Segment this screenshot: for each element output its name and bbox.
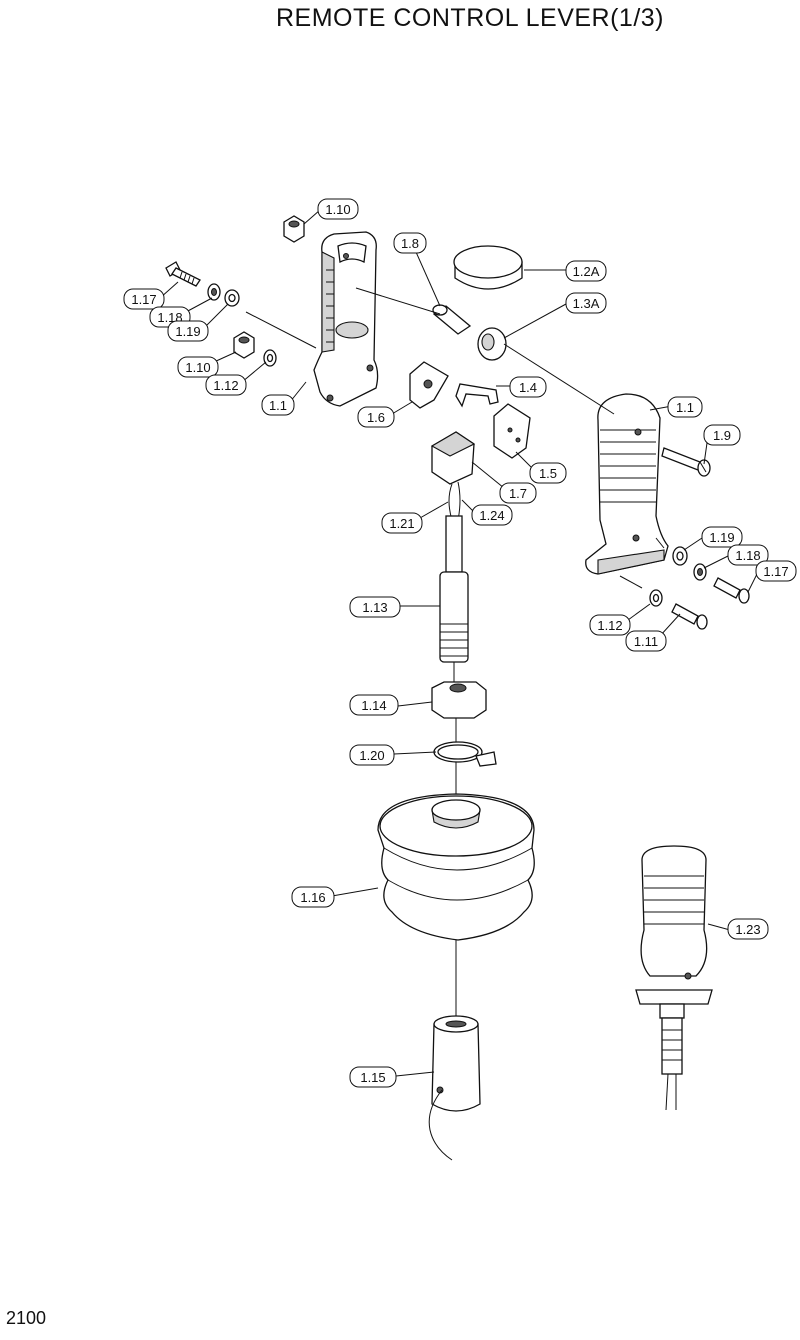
- callout-label: 1.1: [269, 398, 287, 413]
- washer-1-18-right: [693, 563, 707, 581]
- callout-label: 1.9: [713, 428, 731, 443]
- callout-1-17-right: 1.17: [755, 560, 797, 582]
- callout-1-11: 1.11: [625, 630, 667, 652]
- plate-1-5: [493, 403, 531, 459]
- callout-1-19-left: 1.19: [167, 320, 209, 342]
- callout-1-16: 1.16: [291, 886, 335, 908]
- callout-1-19-right: 1.19: [701, 526, 743, 548]
- callout-1-1-right: 1.1: [667, 396, 703, 418]
- leader-lines: [159, 209, 759, 1077]
- rod-1-13: [439, 515, 469, 690]
- callout-label: 1.16: [300, 890, 325, 905]
- callout-1-21: 1.21: [381, 512, 423, 534]
- callout-1-24: 1.24: [471, 504, 513, 526]
- plate-1-6: [409, 361, 449, 409]
- clip-1-4: [455, 383, 499, 408]
- callout-label: 1.5: [539, 466, 557, 481]
- cap-1-2A: [453, 245, 523, 290]
- wires-1-21-1-24: [448, 481, 461, 521]
- callout-1-7: 1.7: [499, 482, 537, 504]
- callout-1-9: 1.9: [703, 424, 741, 446]
- screw-1-11: [671, 603, 708, 630]
- callout-label: 1.24: [479, 508, 504, 523]
- callout-label: 1.12: [213, 378, 238, 393]
- callout-label: 1.21: [389, 516, 414, 531]
- callout-1-2A: 1.2A: [565, 260, 607, 282]
- clamp-1-20: [433, 718, 497, 800]
- callout-label: 1.10: [185, 360, 210, 375]
- callout-label: 1.17: [131, 292, 156, 307]
- pin-1-8: [432, 304, 472, 335]
- callout-1-6: 1.6: [357, 406, 395, 428]
- callout-1-10-left: 1.10: [177, 356, 219, 378]
- callout-1-18-right: 1.18: [727, 544, 769, 566]
- callout-1-10-top: 1.10: [317, 198, 359, 220]
- callout-1-13: 1.13: [349, 596, 401, 618]
- callout-label: 1.7: [509, 486, 527, 501]
- callout-label: 1.10: [325, 202, 350, 217]
- page-number: 2100: [6, 1308, 47, 1328]
- connector-1-15: [428, 1015, 481, 1161]
- callout-1-1-left: 1.1: [261, 394, 295, 416]
- left-handle-shell: [313, 231, 379, 407]
- washer-1-12-right: [649, 589, 663, 607]
- callout-1-20: 1.20: [349, 744, 395, 766]
- callout-label: 1.11: [634, 634, 658, 649]
- callout-label: 1.8: [401, 236, 419, 251]
- callout-label: 1.14: [361, 698, 386, 713]
- callout-1-15: 1.15: [349, 1066, 397, 1088]
- callout-1-14: 1.14: [349, 694, 399, 716]
- callout-1-12-left: 1.12: [205, 374, 247, 396]
- nut-1-10-left: [233, 331, 255, 359]
- callout-label: 1.18: [735, 548, 760, 563]
- callout-1-12-right: 1.12: [589, 614, 631, 636]
- nut-1-14: [431, 681, 487, 719]
- cap-1-3A: [477, 327, 507, 361]
- callout-label: 1.13: [362, 600, 387, 615]
- callout-label: 1.4: [519, 380, 537, 395]
- switch-1-7: [430, 431, 476, 485]
- callout-1-23: 1.23: [727, 918, 769, 940]
- callout-label: 1.1: [676, 400, 694, 415]
- callout-1-8: 1.8: [393, 232, 427, 254]
- callout-label: 1.20: [359, 748, 384, 763]
- boot-1-16: [377, 793, 535, 1018]
- callout-label: 1.23: [735, 922, 760, 937]
- nut-1-10-top: [283, 215, 305, 243]
- callout-1-3A: 1.3A: [565, 292, 607, 314]
- washer-1-12-left: [263, 349, 277, 367]
- callout-label: 1.15: [360, 1070, 385, 1085]
- callout-1-17-left: 1.17: [123, 288, 165, 310]
- screw-1-17-left: [165, 261, 201, 287]
- callout-label: 1.12: [597, 618, 622, 633]
- lever-1-23: [635, 845, 713, 1111]
- screw-1-9: [661, 447, 711, 477]
- callout-label: 1.17: [763, 564, 788, 579]
- callout-label: 1.19: [709, 530, 734, 545]
- callout-label: 1.2A: [573, 264, 600, 279]
- callout-1-5: 1.5: [529, 462, 567, 484]
- right-handle-assembly: [585, 393, 669, 575]
- callout-label: 1.3A: [573, 296, 600, 311]
- callout-1-4: 1.4: [509, 376, 547, 398]
- callout-label: 1.19: [175, 324, 200, 339]
- screw-1-17-right: [713, 577, 750, 604]
- washer-1-19-right: [672, 546, 688, 566]
- page-title: REMOTE CONTROL LEVER(1/3): [275, 4, 665, 32]
- callout-label: 1.6: [367, 410, 385, 425]
- washer-1-18-left: [207, 283, 221, 301]
- washer-1-19-left: [224, 289, 240, 307]
